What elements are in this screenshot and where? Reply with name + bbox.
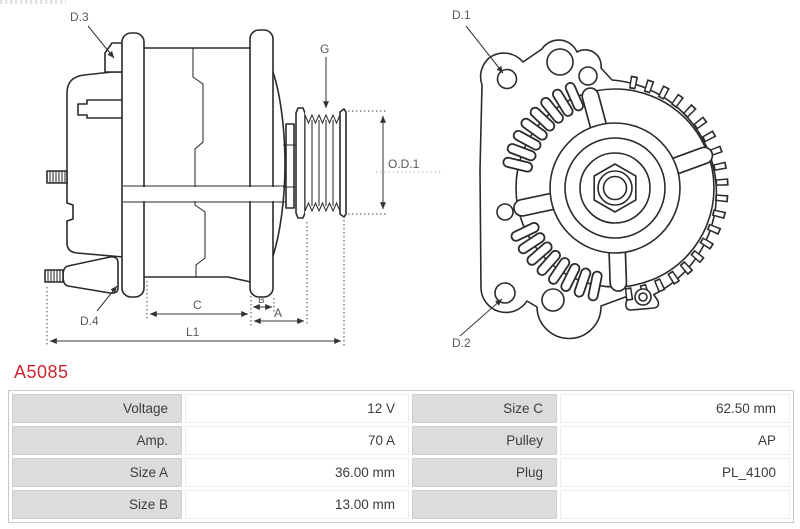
dim-label-g: G: [320, 42, 329, 56]
vent-slots-upper: [502, 82, 584, 173]
dim-label-l1: L1: [186, 325, 200, 339]
front-view-dimensions: D.1 D.2: [452, 8, 504, 350]
spec-label-voltage: Voltage: [12, 394, 182, 423]
front-view-drawing: [479, 39, 729, 340]
spec-value-amp: 70 A: [185, 426, 409, 455]
top-left-watermark-artifact: [0, 0, 66, 4]
spec-value-size-c: 62.50 mm: [560, 394, 790, 423]
dim-label-d2: D.2: [452, 336, 471, 350]
side-view-drawing: [44, 29, 347, 298]
spec-label-plug: Plug: [412, 458, 557, 487]
dim-label-od1: O.D.1: [388, 157, 420, 171]
spec-value-pulley: AP: [560, 426, 790, 455]
dim-label-a: A: [274, 306, 282, 320]
spec-label-amp: Amp.: [12, 426, 182, 455]
dim-label-c: C: [193, 298, 202, 312]
dim-label-d4: D.4: [80, 314, 99, 328]
spec-label-pulley: Pulley: [412, 426, 557, 455]
spec-value-size-b: 13.00 mm: [185, 490, 409, 519]
dim-label-b: B: [258, 295, 265, 306]
side-view-dimensions: D.3 G O.D.1 D.4 C B A L1: [46, 10, 442, 346]
spec-value-size-a: 36.00 mm: [185, 458, 409, 487]
mounting-holes: [494, 48, 652, 312]
spec-table: Voltage 12 V Size C 62.50 mm Amp. 70 A P…: [8, 390, 794, 523]
spec-value-empty: [560, 490, 790, 519]
spec-value-voltage: 12 V: [185, 394, 409, 423]
dim-label-d3: D.3: [70, 10, 89, 24]
spec-value-plug: PL_4100: [560, 458, 790, 487]
dim-label-d1: D.1: [452, 8, 471, 22]
spec-label-empty: [412, 490, 557, 519]
alternator-diagram: D.3 G O.D.1 D.4 C B A L1: [44, 8, 729, 350]
rotor-spokes: [513, 87, 714, 292]
spec-label-size-a: Size A: [12, 458, 182, 487]
spec-label-size-c: Size C: [412, 394, 557, 423]
vent-slots-lower: [510, 222, 603, 302]
part-number: A5085: [14, 362, 69, 382]
spec-label-size-b: Size B: [12, 490, 182, 519]
